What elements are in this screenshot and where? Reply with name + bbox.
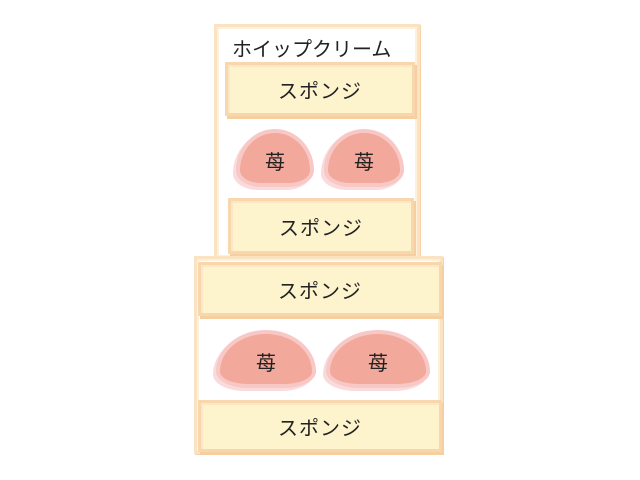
lower-sponge-bottom: スポンジ bbox=[198, 400, 442, 452]
lower-sponge-top: スポンジ bbox=[198, 262, 442, 316]
upper-sponge-top: スポンジ bbox=[225, 62, 415, 116]
whipped-cream-label: ホイップクリーム bbox=[232, 37, 392, 61]
upper-sponge-bottom: スポンジ bbox=[228, 198, 414, 254]
